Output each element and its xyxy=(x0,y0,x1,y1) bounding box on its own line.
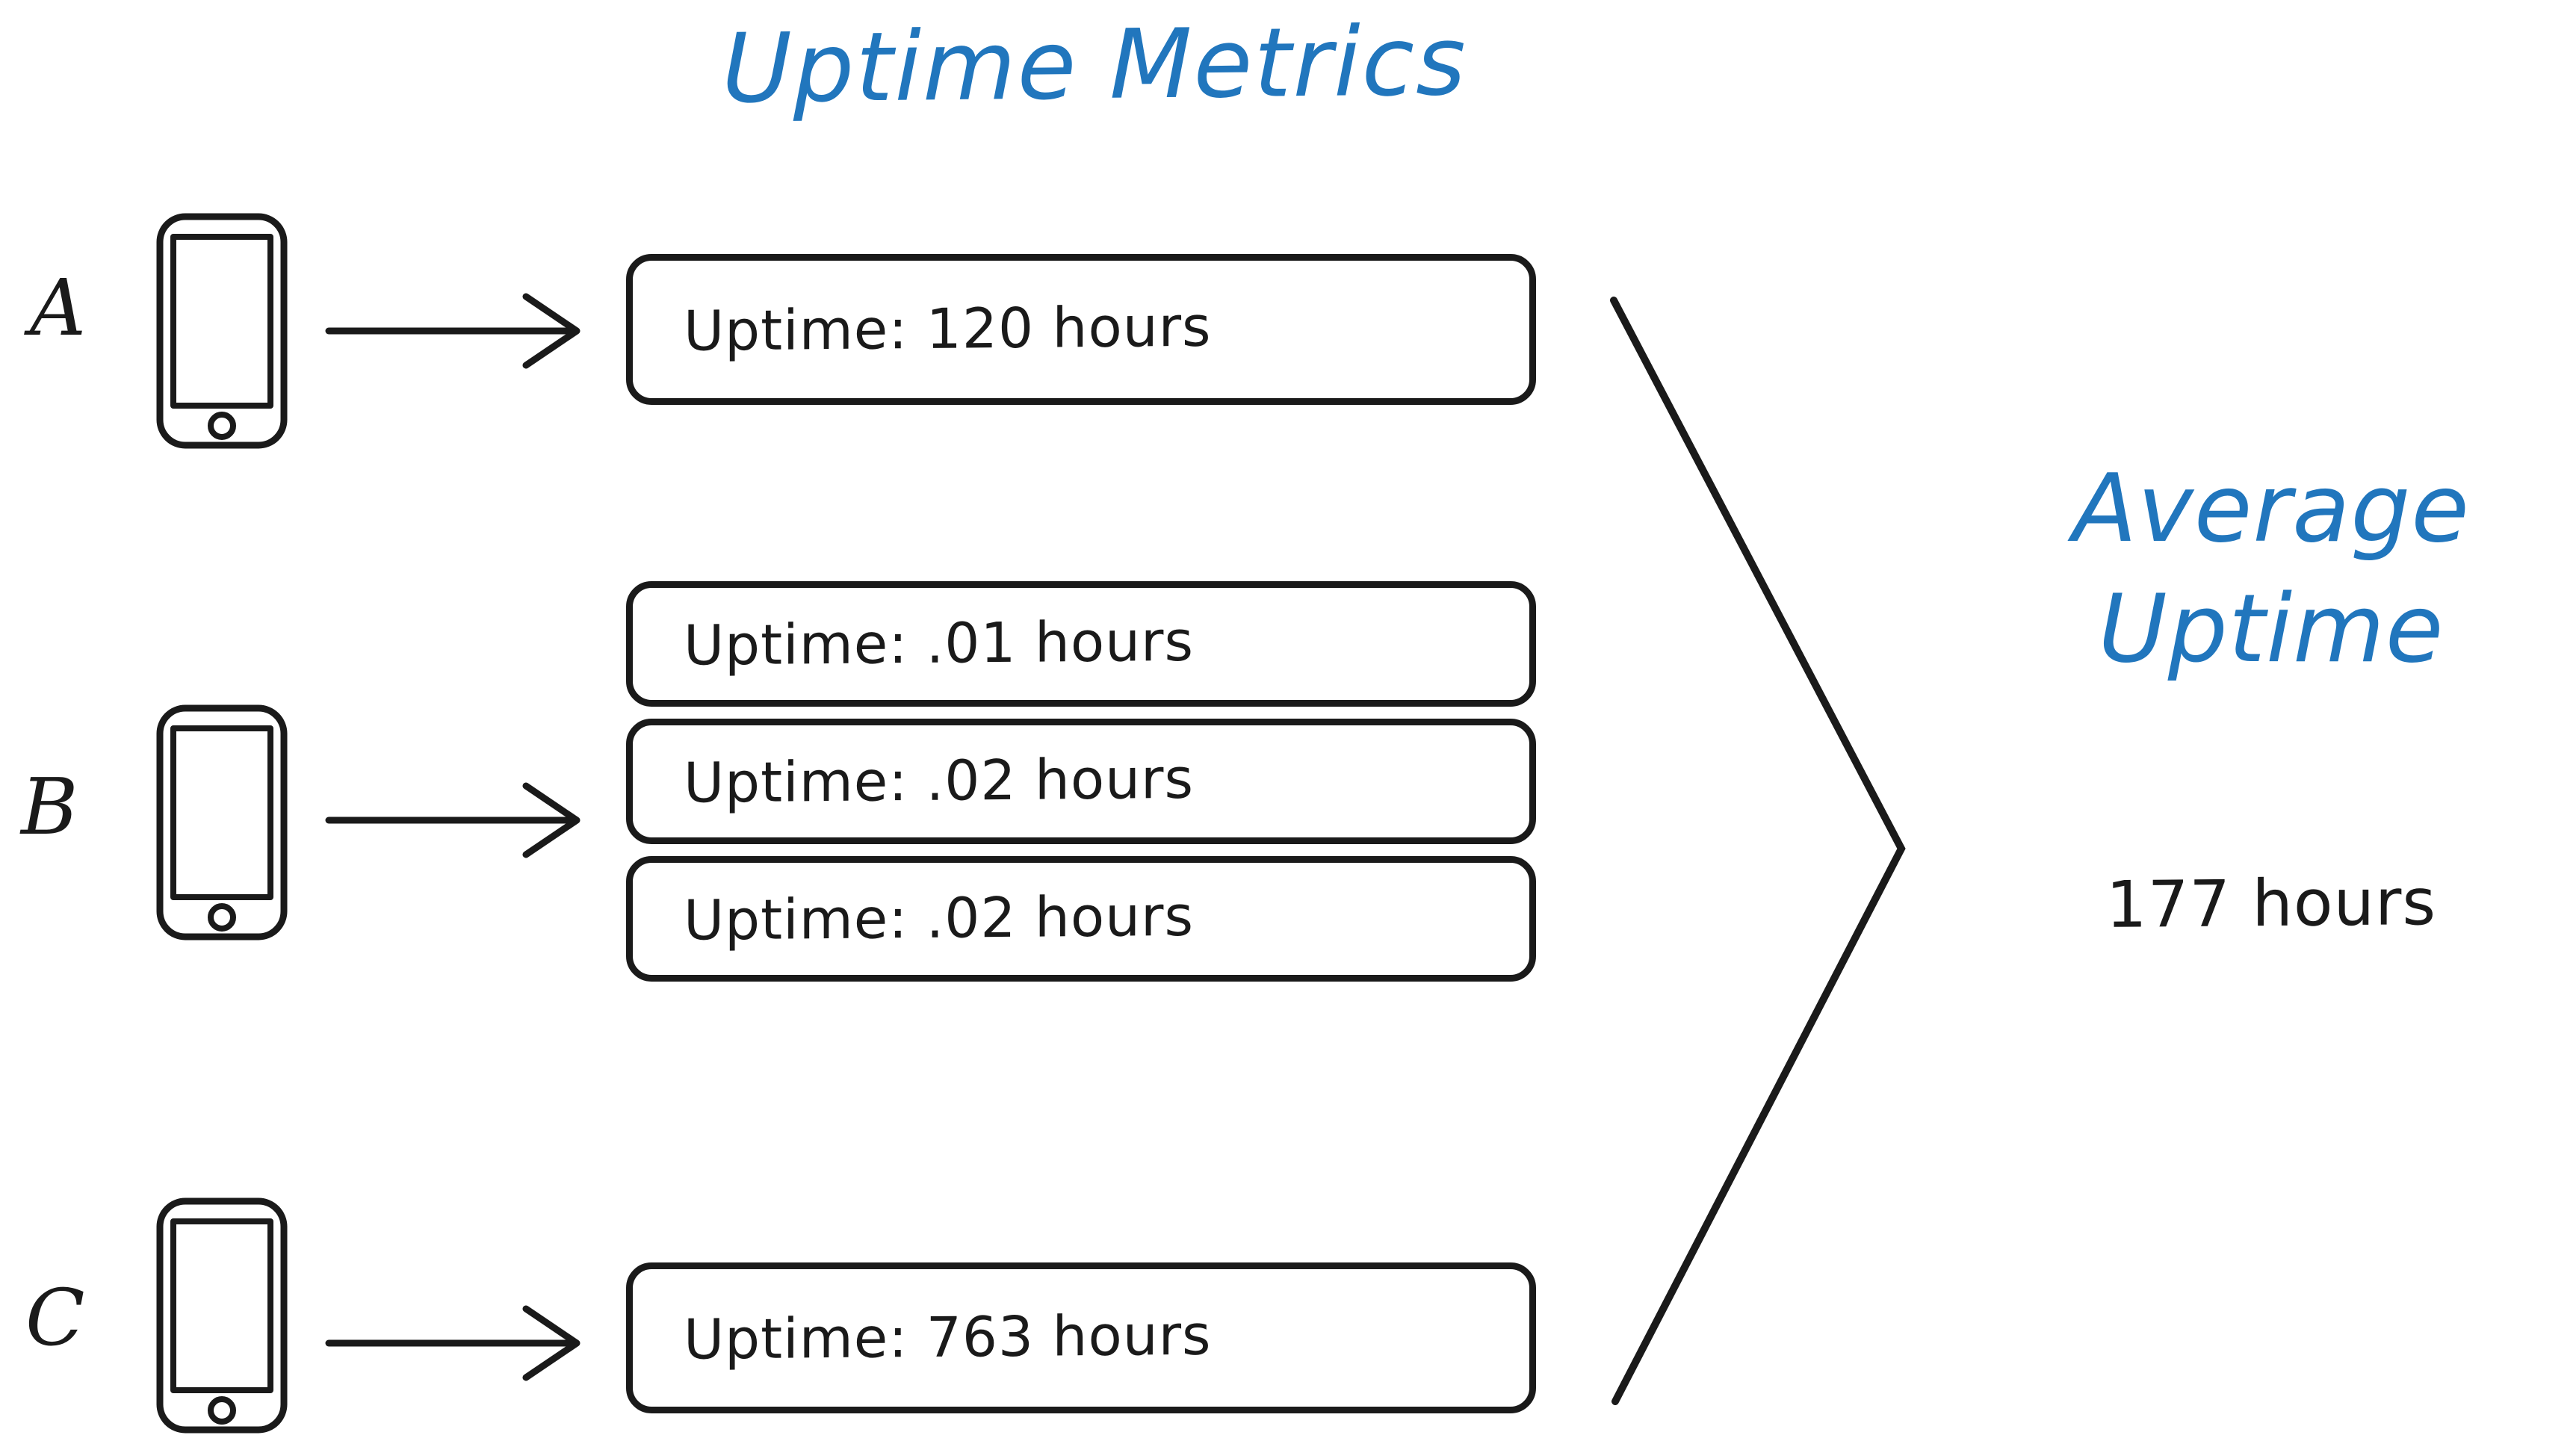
metric-box: Uptime: 763 hours xyxy=(626,1262,1536,1413)
metric-text: Uptime: 763 hours xyxy=(684,1303,1212,1372)
page-title: Uptime Metrics xyxy=(722,5,1467,126)
arrow-right-icon xyxy=(323,1298,584,1388)
metric-box: Uptime: .02 hours xyxy=(626,719,1536,844)
arrow-right-icon xyxy=(323,775,584,865)
metric-box: Uptime: .02 hours xyxy=(626,856,1536,982)
metric-text: Uptime: .02 hours xyxy=(684,884,1195,953)
result-title-line-1: Average xyxy=(2072,453,2470,563)
device-label-a: A xyxy=(30,262,87,353)
result-title-line-2: Uptime xyxy=(2098,574,2445,684)
phone-icon xyxy=(155,212,288,450)
metric-text: Uptime: .02 hours xyxy=(684,746,1195,816)
metric-box: Uptime: .01 hours xyxy=(626,581,1536,707)
device-label-b: B xyxy=(21,761,78,852)
metric-box: Uptime: 120 hours xyxy=(626,254,1536,405)
device-label-c: C xyxy=(25,1272,85,1363)
metric-text: Uptime: .01 hours xyxy=(684,609,1195,678)
result-title: Average Uptime xyxy=(1980,448,2563,690)
converge-chevron-icon xyxy=(1591,284,1928,1419)
phone-icon xyxy=(155,704,288,941)
metric-text: Uptime: 120 hours xyxy=(684,294,1212,364)
phone-icon xyxy=(155,1197,288,1434)
result-value: 177 hours xyxy=(2105,865,2437,943)
arrow-right-icon xyxy=(323,286,584,376)
